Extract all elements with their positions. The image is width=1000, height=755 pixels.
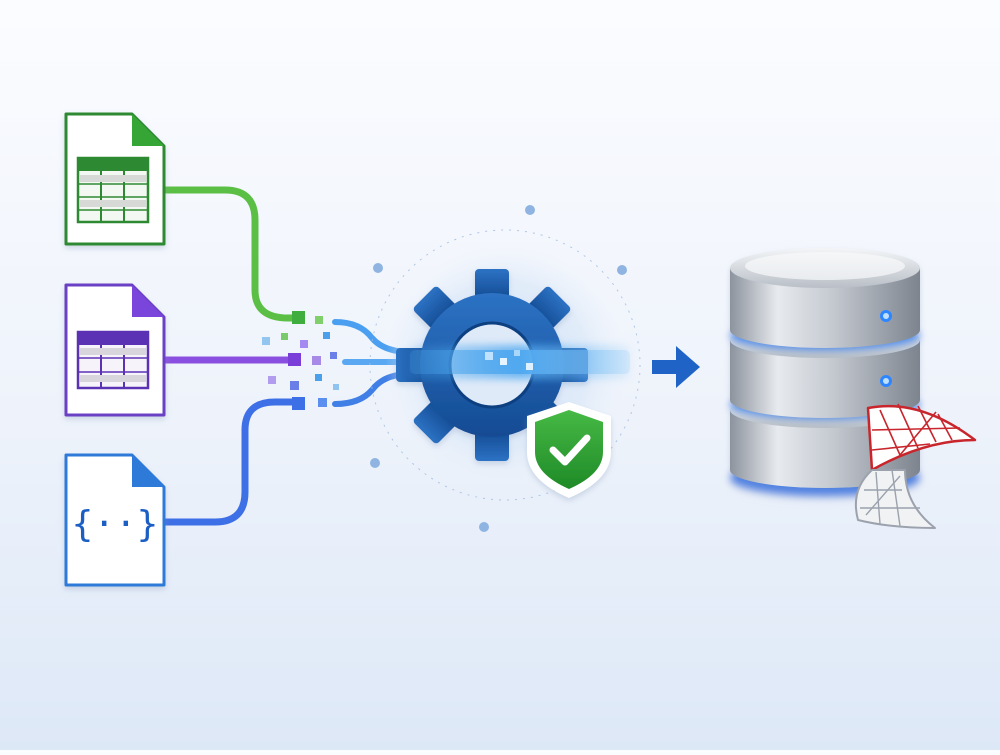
json-file-icon: {··} <box>64 453 166 587</box>
blue-connector-line <box>161 398 299 526</box>
orbit-dot <box>525 205 535 215</box>
green-spreadsheet-file-icon <box>64 112 166 246</box>
data-beam <box>410 350 630 374</box>
orbit-dot <box>373 263 383 273</box>
orbit-dot <box>370 458 380 468</box>
orbit-dot <box>617 265 627 275</box>
shield-check-icon <box>527 402 611 498</box>
sql-server-logo-icon <box>854 403 977 529</box>
arrow-right-icon <box>652 346 700 388</box>
green-connector-line <box>161 186 304 322</box>
purple-spreadsheet-file-icon <box>64 283 166 417</box>
json-braces-glyph: {··} <box>72 504 159 545</box>
data-pixel-stream <box>262 311 339 410</box>
orbit-dot <box>479 522 489 532</box>
orbit-ring <box>369 229 641 501</box>
beam-pixels <box>485 350 533 370</box>
